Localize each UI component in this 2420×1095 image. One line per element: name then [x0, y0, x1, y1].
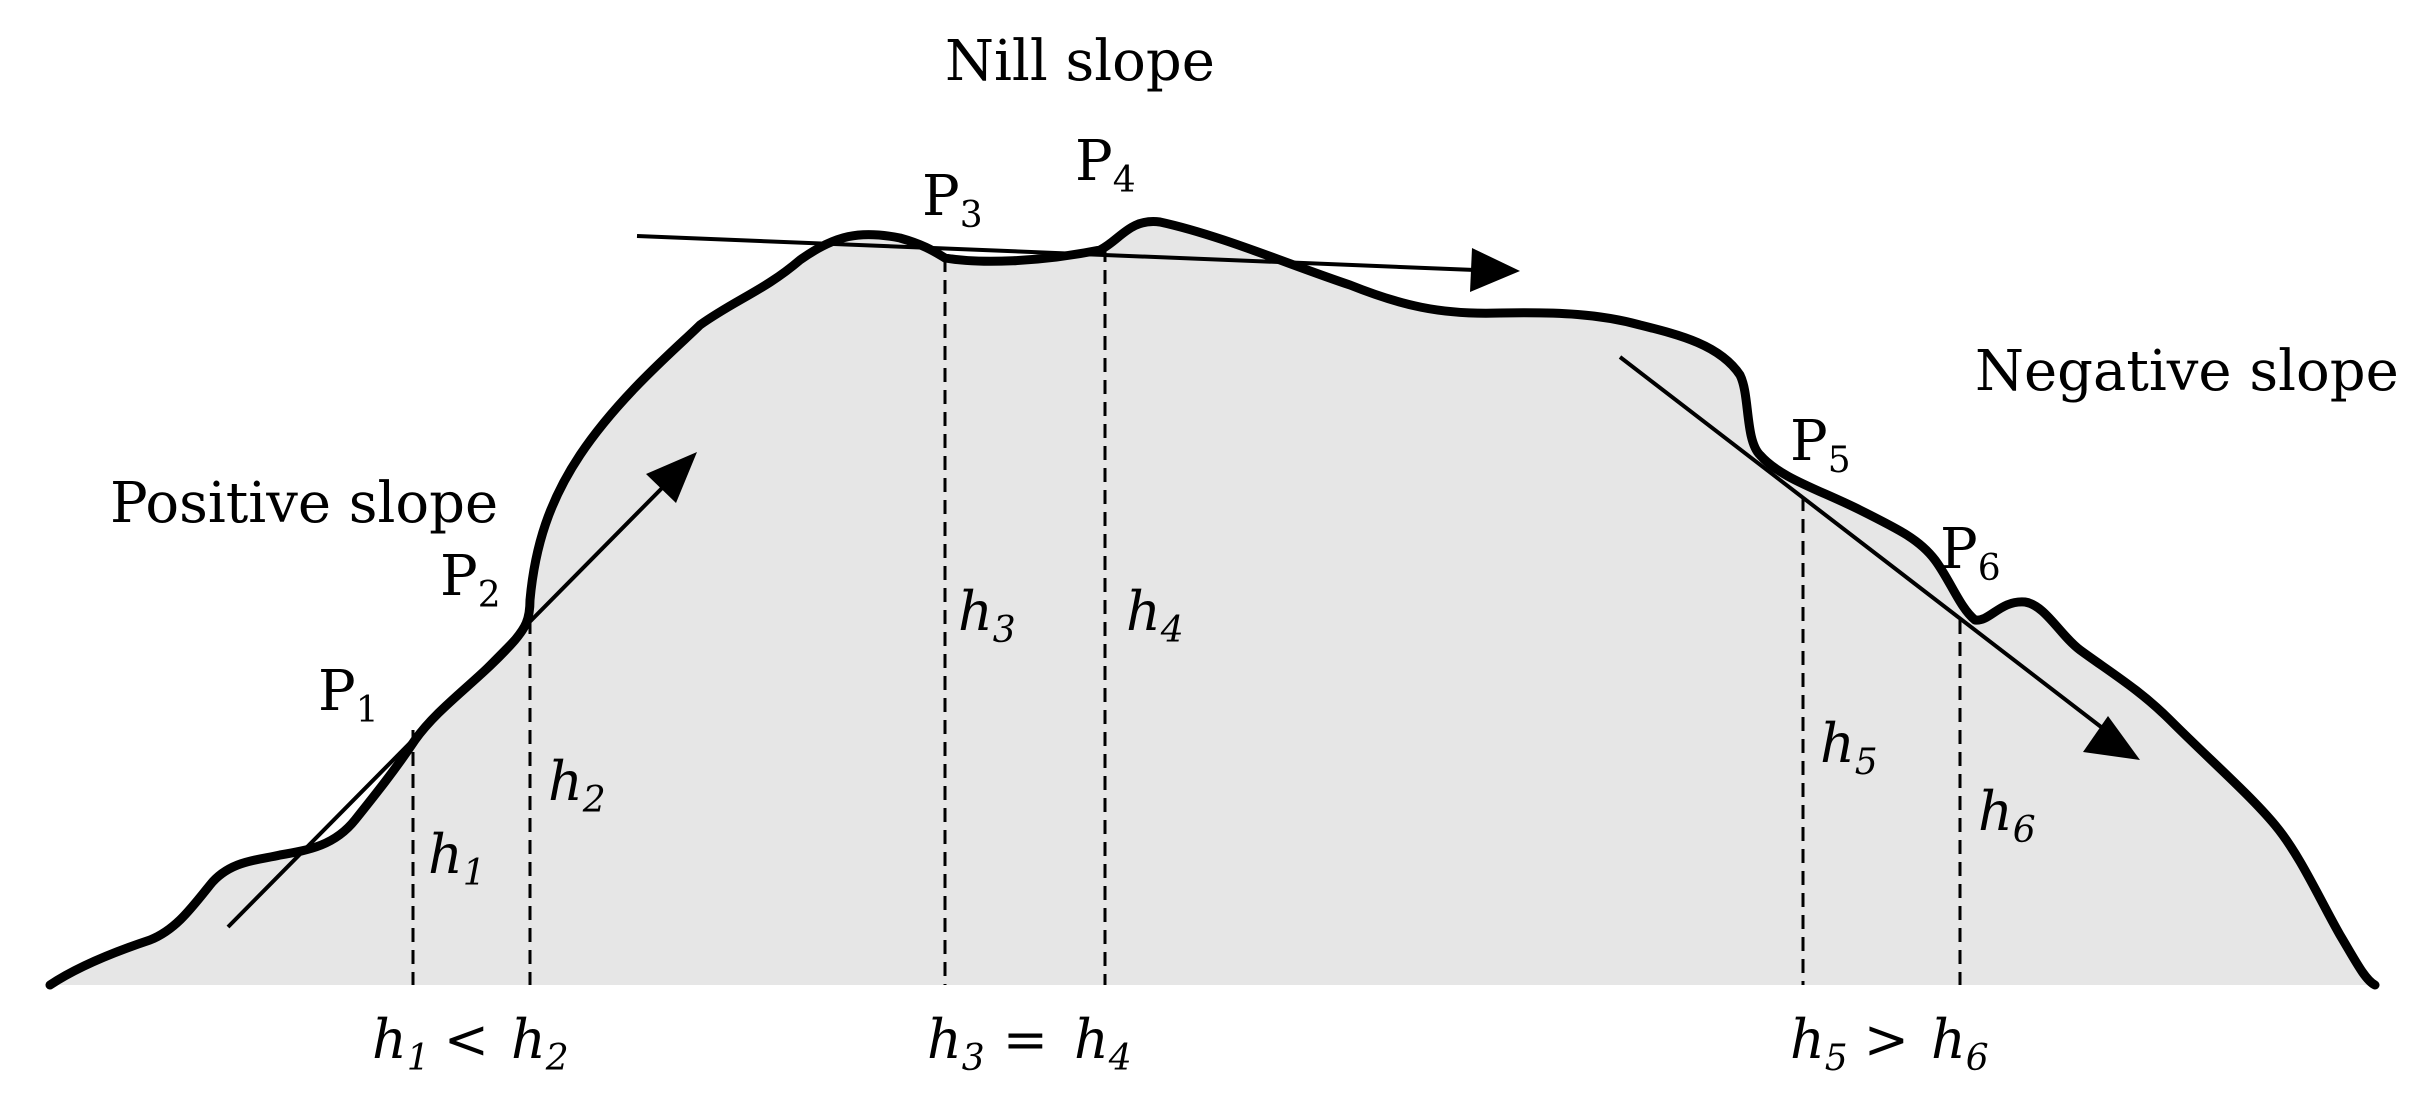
relation-h5-h6: h5>h6 [1790, 1008, 1989, 1079]
nill-slope-arrowhead [1470, 248, 1520, 292]
point-label-p5: P5 [1790, 409, 1851, 481]
height-label-h1: h1 [428, 823, 486, 894]
positive-slope-arrowhead [646, 452, 697, 503]
height-label-h4: h4 [1126, 580, 1184, 651]
height-label-h5: h5 [1820, 712, 1878, 783]
height-label-h2: h2 [548, 750, 606, 821]
nill-slope-label: Nill slope [945, 29, 1215, 94]
height-label-h3: h3 [958, 580, 1016, 651]
negative-slope-label: Negative slope [1975, 339, 2399, 404]
point-label-p1: P1 [318, 659, 379, 731]
nill-slope-arrow-line [636, 234, 1476, 272]
height-label-h6: h6 [1978, 780, 2036, 851]
height-lines [411, 248, 1962, 985]
slope-arrows [226, 234, 2140, 929]
point-label-p4: P4 [1075, 129, 1136, 201]
positive-slope-label: Positive slope [110, 471, 498, 536]
terrain-outline [45, 217, 2380, 990]
relation-h3-h4: h3=h4 [927, 1008, 1132, 1079]
point-label-p2: P2 [440, 544, 501, 616]
positive-slope-arrow-line [226, 478, 672, 929]
relation-h1-h2: h1<h2 [372, 1008, 569, 1079]
point-label-p3: P3 [922, 164, 983, 236]
terrain-area [50, 221, 2375, 985]
negative-slope-arrow-line [1618, 355, 2107, 732]
point-label-p6: P6 [1940, 517, 2001, 589]
negative-slope-arrowhead [2083, 716, 2140, 760]
